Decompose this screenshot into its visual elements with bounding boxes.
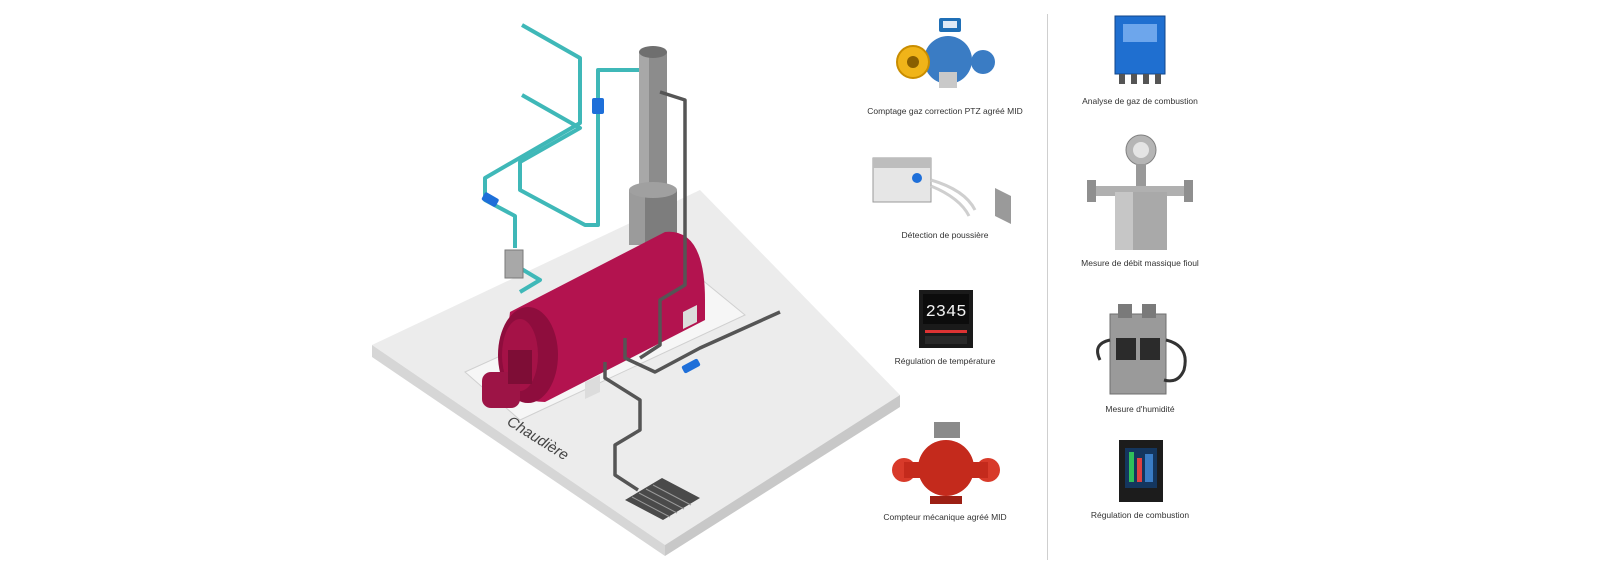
product-caption: Compteur mécanique agréé MID xyxy=(883,512,1007,522)
product-humidity-sensor[interactable]: Mesure d'humidité xyxy=(1040,300,1240,414)
product-dust-detector[interactable]: Détection de poussière xyxy=(845,150,1045,240)
gas-valve xyxy=(481,192,499,207)
product-caption: Détection de poussière xyxy=(901,230,989,240)
product-caption: Régulation de combustion xyxy=(1090,510,1190,520)
product-mechanical-meter[interactable]: Compteur mécanique agréé MID xyxy=(845,418,1045,522)
burner xyxy=(482,350,532,408)
gas-valve xyxy=(592,98,604,114)
product-caption: Comptage gaz correction PTZ agréé MID xyxy=(867,106,1023,116)
product-temperature-controller[interactable]: 2345 Régulation de température xyxy=(845,286,1045,366)
fuel-valve xyxy=(681,358,701,374)
temperature-controller-icon: 2345 xyxy=(919,290,973,348)
product-gas-meter-ptz[interactable]: Comptage gaz correction PTZ agréé MID xyxy=(845,12,1045,116)
chimney xyxy=(629,46,677,245)
column-divider xyxy=(1047,14,1048,560)
product-combustion-controller[interactable]: Régulation de combustion xyxy=(1040,436,1240,520)
fuel-lines xyxy=(603,90,781,492)
product-caption: Régulation de température xyxy=(894,356,996,366)
floor-slab xyxy=(372,190,900,545)
product-caption: Mesure d'humidité xyxy=(1105,404,1175,414)
floor-grating xyxy=(625,478,700,520)
humidity-sensor-icon xyxy=(1096,304,1187,395)
product-caption: Analyse de gaz de combustion xyxy=(1082,96,1198,106)
dust-detector-icon xyxy=(872,157,1011,224)
gas-filter xyxy=(504,249,524,279)
gas-meter-icon xyxy=(896,18,995,88)
product-mass-flowmeter[interactable]: Mesure de débit massique fioul xyxy=(1040,130,1240,268)
gas-analyzer-icon xyxy=(1114,15,1166,84)
mass-flowmeter-icon xyxy=(1087,134,1193,250)
product-gas-analyzer[interactable]: Analyse de gaz de combustion xyxy=(1040,12,1240,106)
temperature-display: 2345 xyxy=(926,303,967,322)
boiler-illustration: Chaudière xyxy=(372,23,900,556)
combustion-controller-icon xyxy=(1119,440,1163,502)
product-caption: Mesure de débit massique fioul xyxy=(1081,258,1199,268)
mechanical-meter-icon xyxy=(892,422,1000,504)
